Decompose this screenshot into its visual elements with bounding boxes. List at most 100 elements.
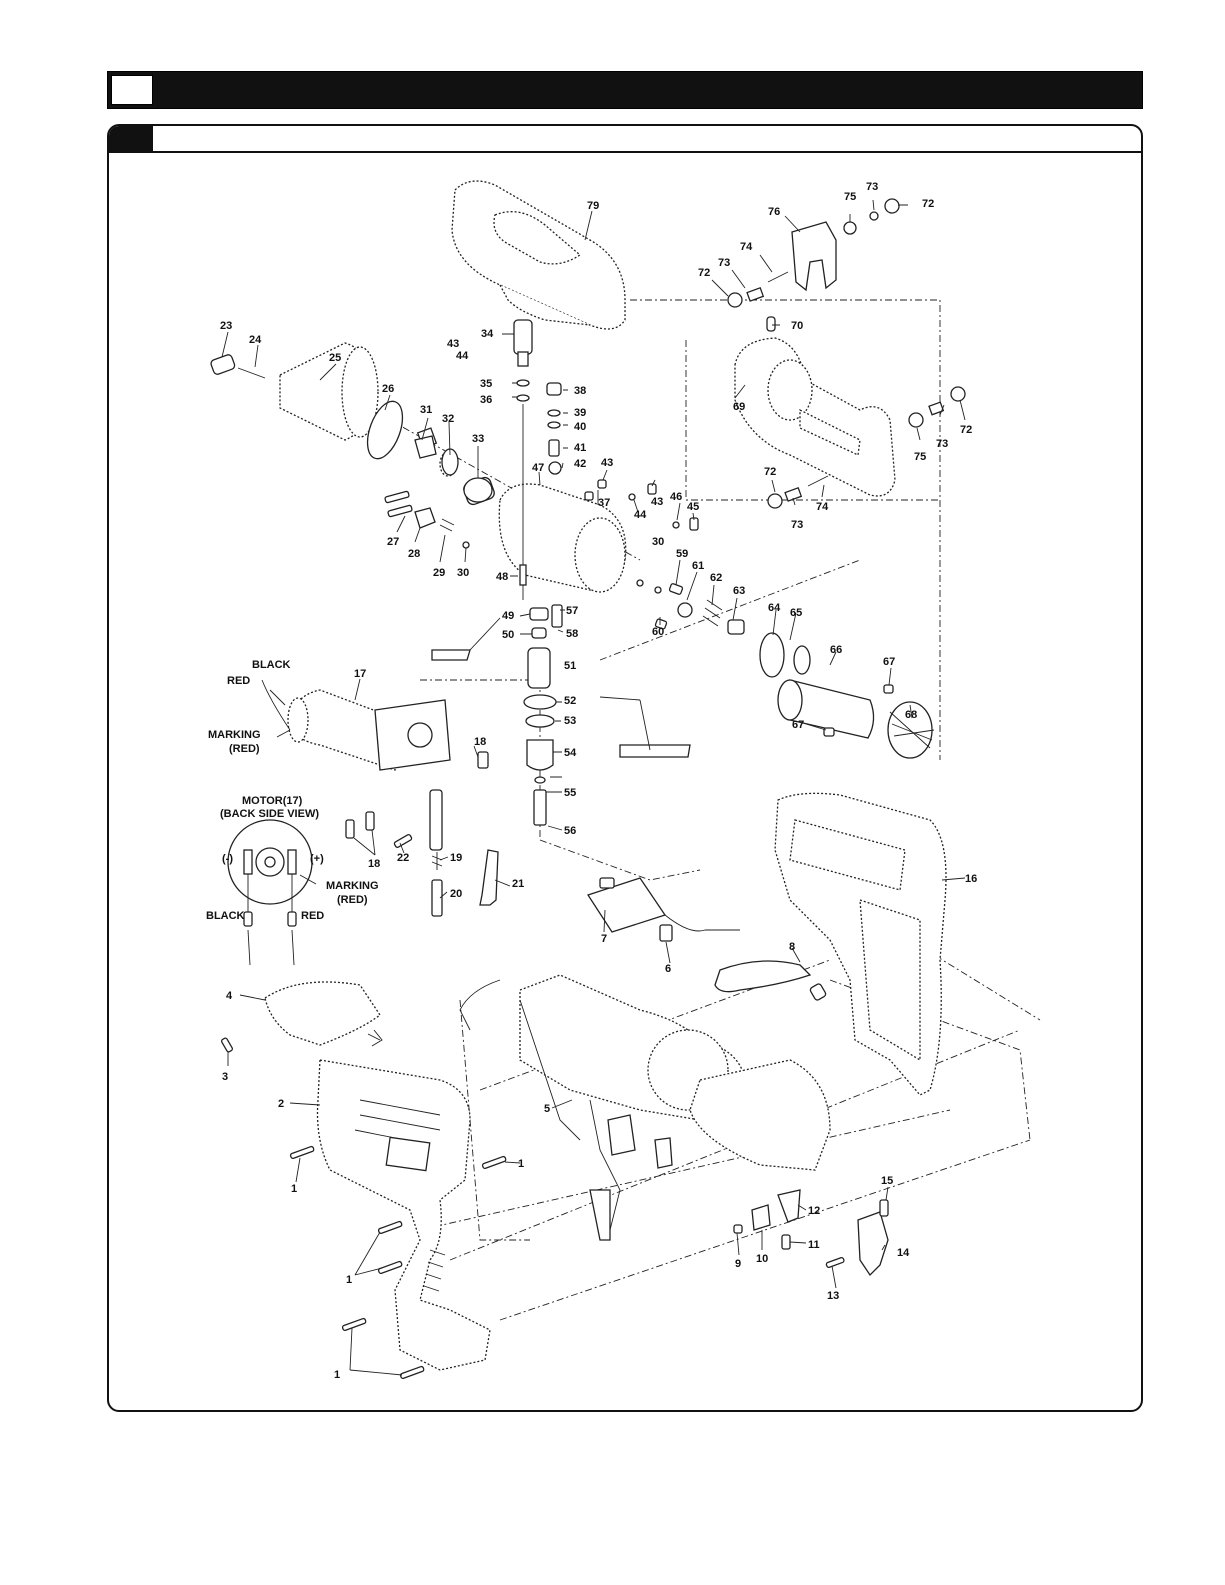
lower-valve-stack [519, 564, 563, 826]
header-bar [107, 71, 1143, 109]
callout-67b: 67 [792, 719, 804, 731]
part-9-15-switch [733, 1189, 889, 1277]
part-27-33-group [384, 435, 493, 549]
callout-43: 43 [447, 338, 459, 350]
callout-1a: 1 [291, 1183, 297, 1195]
callout-49: 49 [502, 610, 514, 622]
callout-33: 33 [472, 433, 484, 445]
callout-55: 55 [564, 787, 576, 799]
callout-1d: 1 [334, 1369, 340, 1381]
callout-62: 62 [710, 572, 722, 584]
callout-54: 54 [564, 747, 577, 759]
callout-76: 76 [768, 206, 780, 218]
note-black-motor: BLACK [206, 910, 245, 922]
callout-45: 45 [687, 501, 699, 513]
callout-60: 60 [652, 626, 664, 638]
callout-numbers: 79 76 75 73 72 74 73 72 70 69 75 73 72 7… [220, 181, 977, 1381]
note-plus: (+) [310, 853, 324, 865]
section-tab [109, 126, 153, 151]
callout-16: 16 [965, 873, 977, 885]
relief-valve-parts [584, 479, 745, 635]
callout-73: 73 [866, 181, 878, 193]
callout-73d: 73 [791, 519, 803, 531]
callout-74: 74 [740, 241, 753, 253]
callout-59: 59 [676, 548, 688, 560]
callout-65: 65 [790, 607, 802, 619]
callout-51: 51 [564, 660, 576, 672]
part-4-top-cover [220, 981, 383, 1053]
callout-74b: 74 [816, 501, 829, 513]
callout-34: 34 [481, 328, 494, 340]
wiring-notes: BLACK RED MARKING (RED) MOTOR(17) (BACK … [206, 659, 379, 922]
callout-5: 5 [544, 1103, 550, 1115]
callout-28: 28 [408, 548, 420, 560]
callout-32: 32 [442, 413, 454, 425]
note-marking-top: MARKING [208, 729, 261, 741]
callout-13: 13 [827, 1290, 839, 1302]
callout-58: 58 [566, 628, 578, 640]
callout-26: 26 [382, 383, 394, 395]
callout-70: 70 [791, 320, 803, 332]
note-black-top: BLACK [252, 659, 291, 671]
note-marking-motor: MARKING [326, 880, 379, 892]
callout-56: 56 [564, 825, 576, 837]
motor-back-view [227, 819, 313, 966]
part-69-head [734, 337, 896, 497]
callout-43c: 43 [651, 496, 663, 508]
callout-68: 68 [905, 709, 917, 721]
callout-24: 24 [249, 334, 262, 346]
note-marking-red-motor: (RED) [337, 894, 368, 906]
leader-lines [221, 199, 966, 1376]
callout-14: 14 [897, 1247, 910, 1259]
note-red-motor: RED [301, 910, 324, 922]
callout-30b: 30 [652, 536, 664, 548]
part-17-motor [261, 679, 499, 917]
callout-40: 40 [574, 421, 586, 433]
part-25-cylinder [210, 342, 404, 460]
callout-72c: 72 [960, 424, 972, 436]
callout-73c: 73 [936, 438, 948, 450]
callout-66: 66 [830, 644, 842, 656]
note-motor-subtitle: (BACK SIDE VIEW) [220, 808, 319, 820]
callout-25: 25 [329, 352, 341, 364]
callout-1b: 1 [518, 1158, 524, 1170]
callout-72d: 72 [764, 466, 776, 478]
callout-9: 9 [735, 1258, 741, 1270]
callout-20: 20 [450, 888, 462, 900]
callout-23: 23 [220, 320, 232, 332]
callout-57: 57 [566, 605, 578, 617]
detail-sections [431, 617, 691, 758]
callout-53: 53 [564, 715, 576, 727]
callout-67: 67 [883, 656, 895, 668]
callout-75: 75 [844, 191, 856, 203]
callout-10: 10 [756, 1253, 768, 1265]
part-2-housing-half [316, 1059, 491, 1371]
callout-4: 4 [226, 990, 233, 1002]
callout-27: 27 [387, 536, 399, 548]
callout-30: 30 [457, 567, 469, 579]
callout-50: 50 [502, 629, 514, 641]
part-76-bracket [727, 198, 966, 509]
part-16-housing [774, 792, 947, 1096]
section-title-bar [109, 126, 1141, 153]
callout-52: 52 [564, 695, 576, 707]
callout-43b: 43 [601, 457, 613, 469]
callout-18: 18 [474, 736, 486, 748]
part-1-screws [289, 1145, 507, 1380]
callout-73b: 73 [718, 257, 730, 269]
callout-31: 31 [420, 404, 432, 416]
callout-2: 2 [278, 1098, 284, 1110]
callout-21: 21 [512, 878, 524, 890]
callout-29: 29 [433, 567, 445, 579]
note-red-top: RED [227, 675, 250, 687]
callout-46: 46 [670, 491, 682, 503]
callout-38: 38 [574, 385, 586, 397]
diagram-frame [107, 124, 1143, 1412]
callout-75b: 75 [914, 451, 926, 463]
note-motor-title: MOTOR(17) [242, 795, 303, 807]
callout-47: 47 [532, 462, 544, 474]
callout-44: 44 [456, 350, 469, 362]
callout-63: 63 [733, 585, 745, 597]
callout-72b: 72 [698, 267, 710, 279]
callout-64: 64 [768, 602, 781, 614]
